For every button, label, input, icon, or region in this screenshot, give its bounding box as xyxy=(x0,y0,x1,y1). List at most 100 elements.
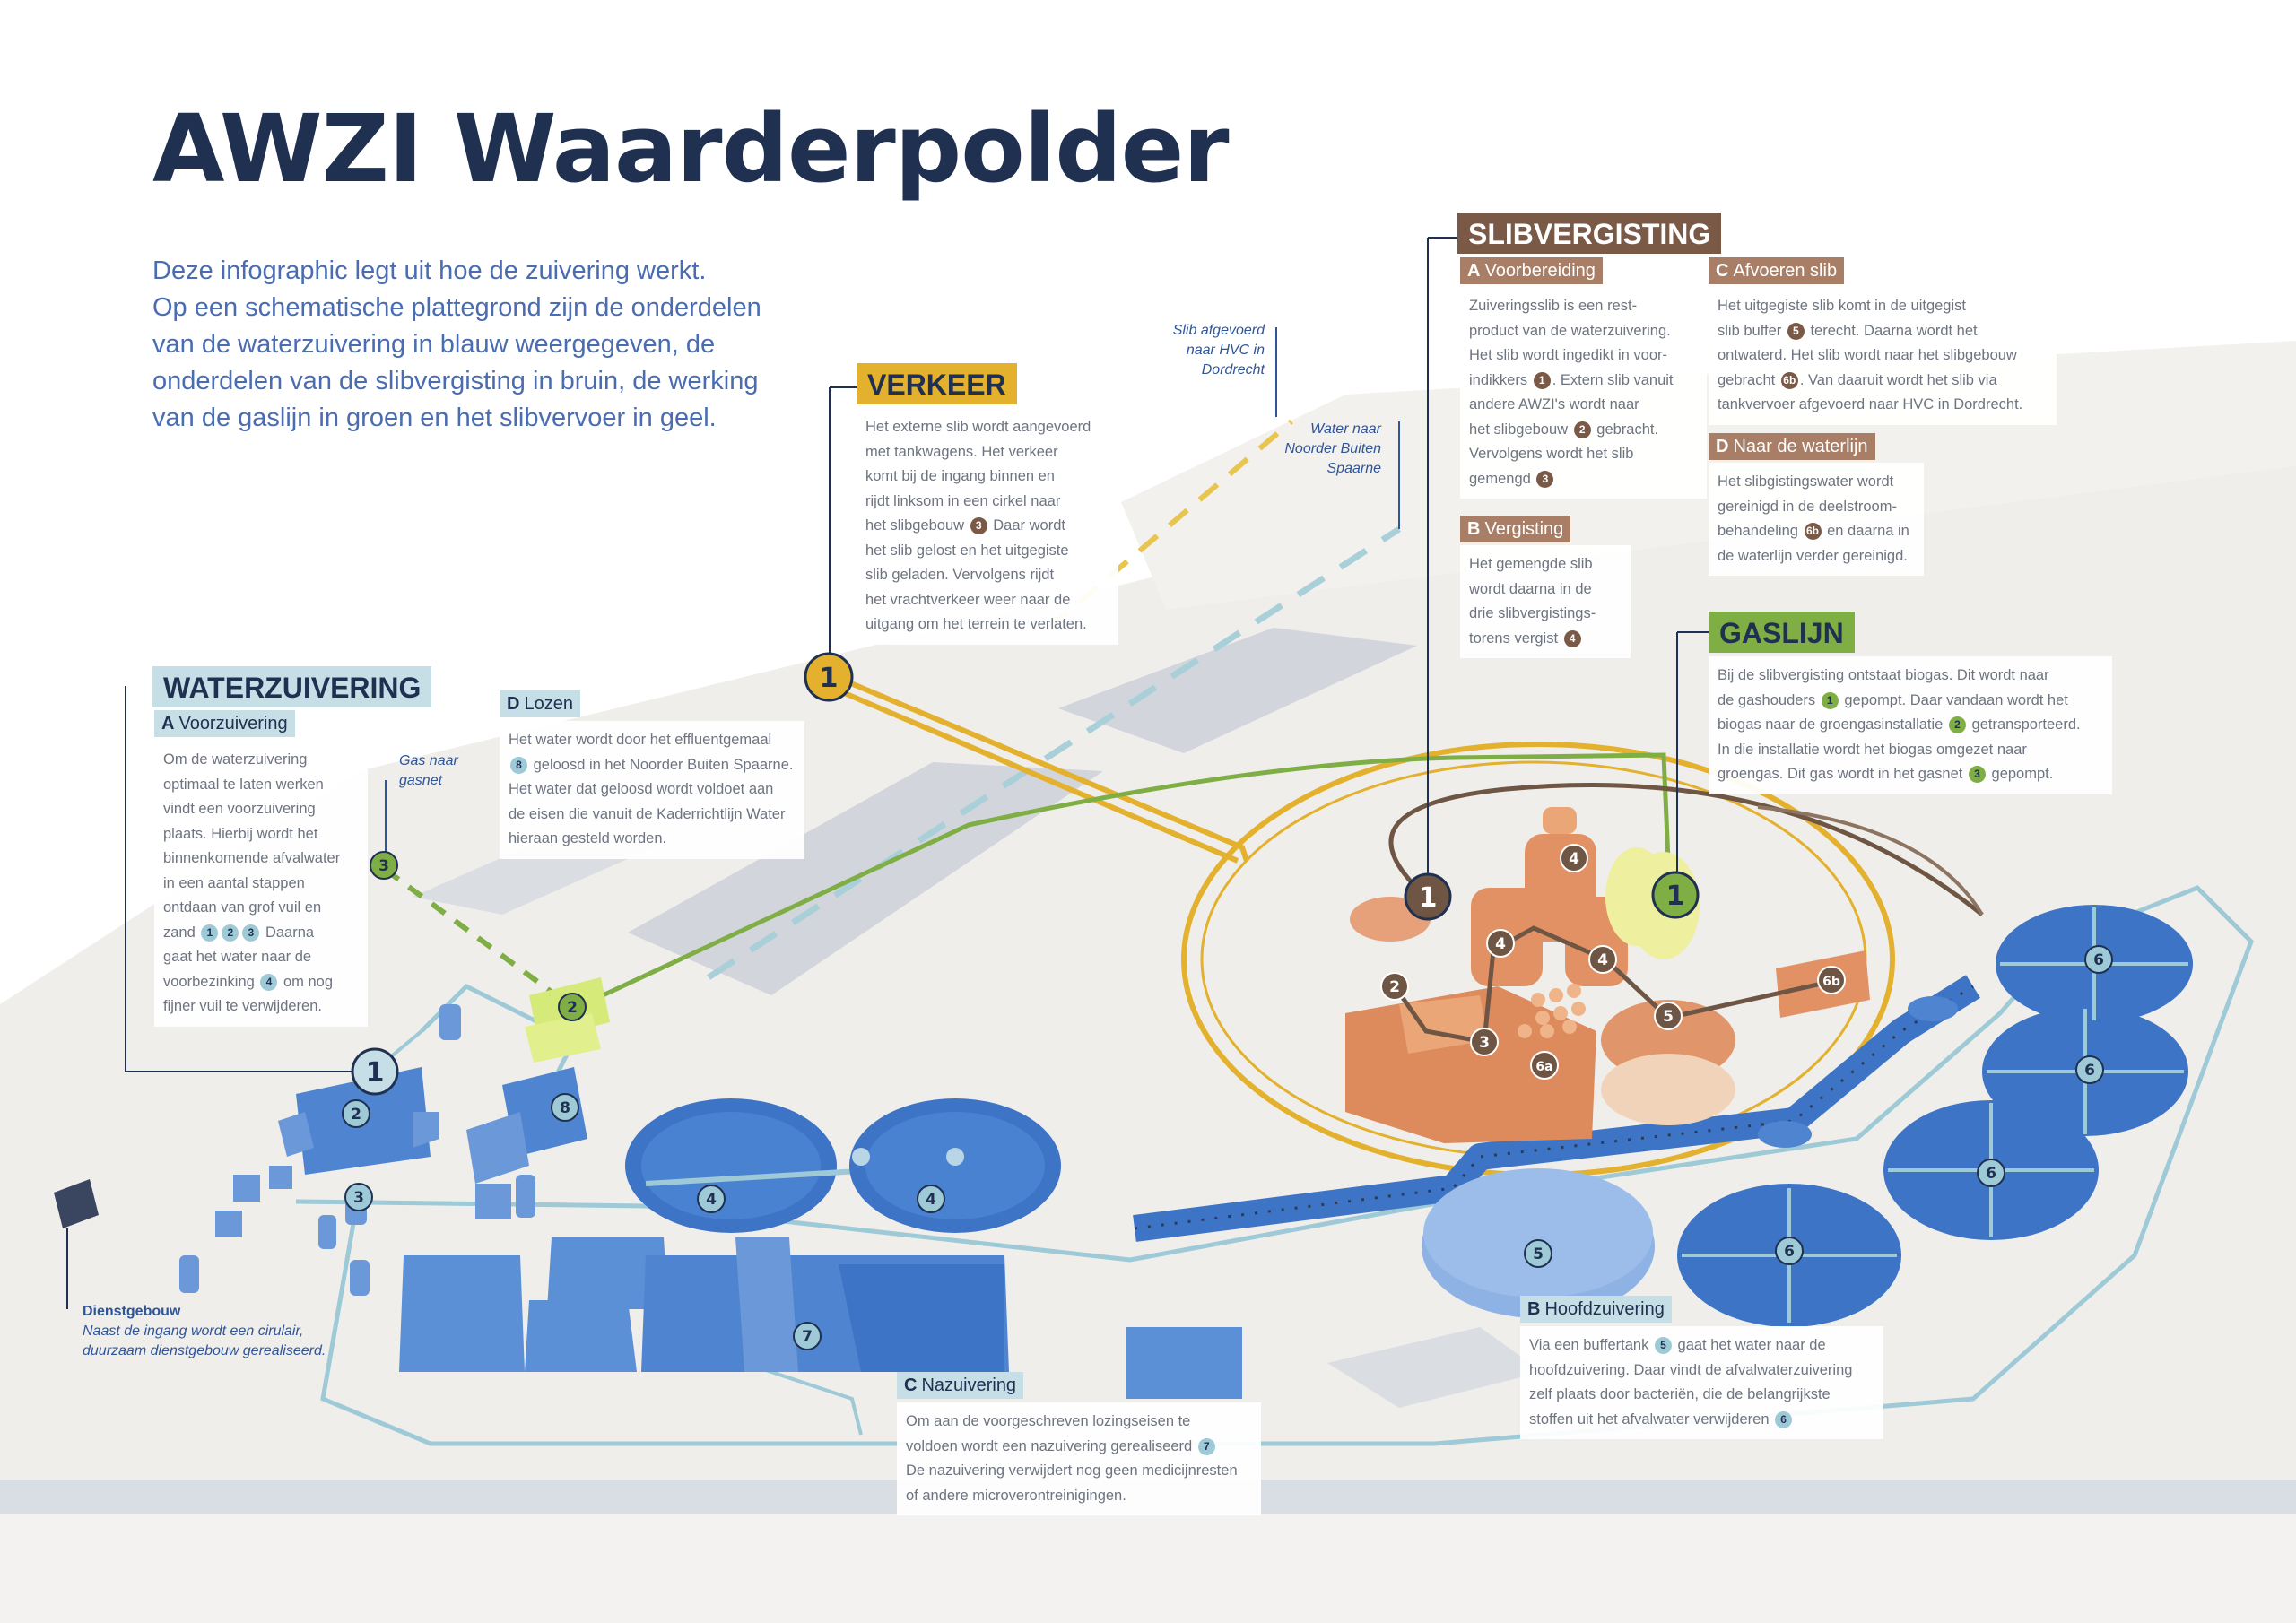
text-line: Het externe slib wordt aangevoerd xyxy=(865,419,1091,435)
water-marker-label: 4 xyxy=(926,1191,936,1209)
text-line: Vervolgens wordt het slib xyxy=(1469,446,1634,462)
text-line: binnenkomende afvalwater xyxy=(163,850,341,866)
sludge-marker-label: 2 xyxy=(1389,978,1400,996)
text-fragment: gebracht xyxy=(1718,371,1776,388)
traffic-road-2 xyxy=(832,686,1239,864)
water-marker xyxy=(351,1047,399,1096)
intro-line: Op een schematische plattegrond zijn de … xyxy=(152,293,761,322)
sludge-marker xyxy=(1588,945,1617,974)
sludge-marker xyxy=(1530,1051,1559,1080)
text-line: Via een buffertank 5 gaat het water naar… xyxy=(1529,1333,1874,1358)
gas-line xyxy=(572,752,1671,1011)
text-line: optimaal te laten werken xyxy=(163,776,324,793)
water-line-main xyxy=(295,885,2254,1446)
water-marker xyxy=(2084,945,2113,974)
text-line: het vrachtverkeer weer naar de xyxy=(865,591,1071,608)
text-line: Om de waterzuivering xyxy=(163,751,308,768)
water-marker xyxy=(697,1185,726,1213)
text-fragment: gemengd xyxy=(1469,470,1531,487)
text-line: hieraan gesteld worden. xyxy=(509,830,667,846)
water-marker xyxy=(1775,1237,1804,1265)
text-line: voorbezinking 4 om nog xyxy=(163,970,359,995)
water-marker-label: 3 xyxy=(353,1189,364,1207)
sludge-marker xyxy=(1560,844,1588,872)
aeration-corridor xyxy=(1133,975,1980,1242)
text-line: drie slibvergistings- xyxy=(1469,605,1596,621)
text-line: met tankwagens. Het verkeer xyxy=(865,443,1058,460)
text-fragment: behandeling xyxy=(1718,523,1798,539)
text-line: Zuiveringsslib is een rest- xyxy=(1469,298,1638,314)
gas-marker xyxy=(1651,871,1700,919)
subsection-label: Voorzuivering xyxy=(178,714,288,733)
sludge-marker-label: 1 xyxy=(1419,882,1438,914)
water-marker-label: 5 xyxy=(1533,1245,1544,1263)
subsection-letter: B xyxy=(1467,519,1481,539)
text-line: zelf plaats door bacteriën, die de belan… xyxy=(1529,1386,1831,1402)
text-line: Het slib wordt ingedikt in voor- xyxy=(1469,347,1668,363)
voorzuivering-description: Om de waterzuivering optimaal te laten w… xyxy=(154,741,368,1027)
text-line: Dordrecht xyxy=(1201,362,1265,378)
text-fragment: voorbezinking xyxy=(163,973,255,990)
gas-marker-label: 3 xyxy=(378,857,389,875)
sludge-marker xyxy=(1404,872,1452,921)
inline-marker-water: 5 xyxy=(1654,1337,1672,1354)
text-line: Spaarne xyxy=(1326,461,1382,476)
effluent-dashed-line xyxy=(707,526,1401,980)
intro-line: Deze infographic legt uit hoe de zuiveri… xyxy=(152,256,707,285)
water-marker-label: 1 xyxy=(366,1057,385,1089)
text-line: of andere microverontreinigingen. xyxy=(906,1487,1126,1504)
gas-marker-label: 2 xyxy=(567,999,578,1017)
inline-marker-water: 3 xyxy=(242,924,260,942)
gas-dashed-line xyxy=(384,867,558,998)
text-line: voldoen wordt een nazuivering gerealisee… xyxy=(906,1435,1252,1460)
inline-marker-water: 2 xyxy=(222,924,239,942)
sludge-internal-path xyxy=(1392,925,1831,1045)
water-marker-label: 6 xyxy=(2084,1062,2095,1080)
text-line: tankvervoer afgevoerd naar HVC in Dordre… xyxy=(1718,396,2023,412)
text-line: In die installatie wordt het biogas omge… xyxy=(1718,741,2027,758)
voorbereiding-description: Zuiveringsslib is een rest- product van … xyxy=(1460,287,1707,499)
text-line: Bij de slibvergisting ontstaat biogas. D… xyxy=(1718,667,2049,683)
inline-marker-sludge: 4 xyxy=(1563,629,1581,647)
text-line: Naast de ingang wordt een cirulair, xyxy=(83,1324,304,1339)
water-marker xyxy=(342,1099,370,1128)
page-title: AWZI Waarderpolder xyxy=(152,94,1230,204)
text-line: fijner vuil te verwijderen. xyxy=(163,998,322,1014)
text-line: slib geladen. Vervolgens rijdt xyxy=(865,567,1055,583)
subsection-label: Nazuivering xyxy=(921,1376,1017,1395)
text-fragment: het slibgebouw xyxy=(865,517,965,534)
text-fragment: om nog xyxy=(283,973,334,990)
text-line: indikkers 1. Extern slib vanuit xyxy=(1469,371,1674,389)
text-line: plaats. Hierbij wordt het xyxy=(163,825,318,842)
subsection-letter: D xyxy=(507,694,520,714)
text-line: Het gemengde slib xyxy=(1469,556,1593,572)
text-line: Het slibgistingswater wordt xyxy=(1718,473,1894,490)
text-line: de eisen die vanuit de Kaderrichtlijn Wa… xyxy=(509,805,786,822)
text-line: het slibgebouw 2 gebracht. xyxy=(1469,418,1698,443)
water-marker-label: 4 xyxy=(706,1191,717,1209)
water-marker xyxy=(551,1093,579,1122)
text-line: gaat het water naar de xyxy=(163,949,312,965)
text-line: hoofdzuivering. Daar vindt de afvalwater… xyxy=(1529,1361,1853,1378)
bottom-band xyxy=(0,1514,2296,1623)
water-marker-label: 7 xyxy=(802,1328,813,1346)
intro-line: van de waterzuivering in blauw weergegev… xyxy=(152,330,716,359)
water-marker xyxy=(793,1322,822,1350)
text-fragment: voldoen wordt een nazuivering gerealisee… xyxy=(906,1437,1193,1454)
sludge-marker-label: 6a xyxy=(1535,1060,1552,1074)
sludge-marker-label: 6b xyxy=(1822,975,1840,989)
text-line: wordt daarna in de xyxy=(1469,580,1592,597)
text-fragment: stoffen uit het afvalwater verwijderen xyxy=(1529,1410,1770,1428)
sludge-marker xyxy=(1486,929,1515,958)
subsection-letter: B xyxy=(1527,1299,1541,1319)
text-line: Gas naar xyxy=(399,753,458,768)
text-line: uitgang om het terrein te verlaten. xyxy=(865,616,1087,632)
water-marker xyxy=(917,1185,945,1213)
post-treatment-buildings xyxy=(399,1237,1242,1399)
intro-text: Deze infographic legt uit hoe de zuiveri… xyxy=(152,253,852,437)
